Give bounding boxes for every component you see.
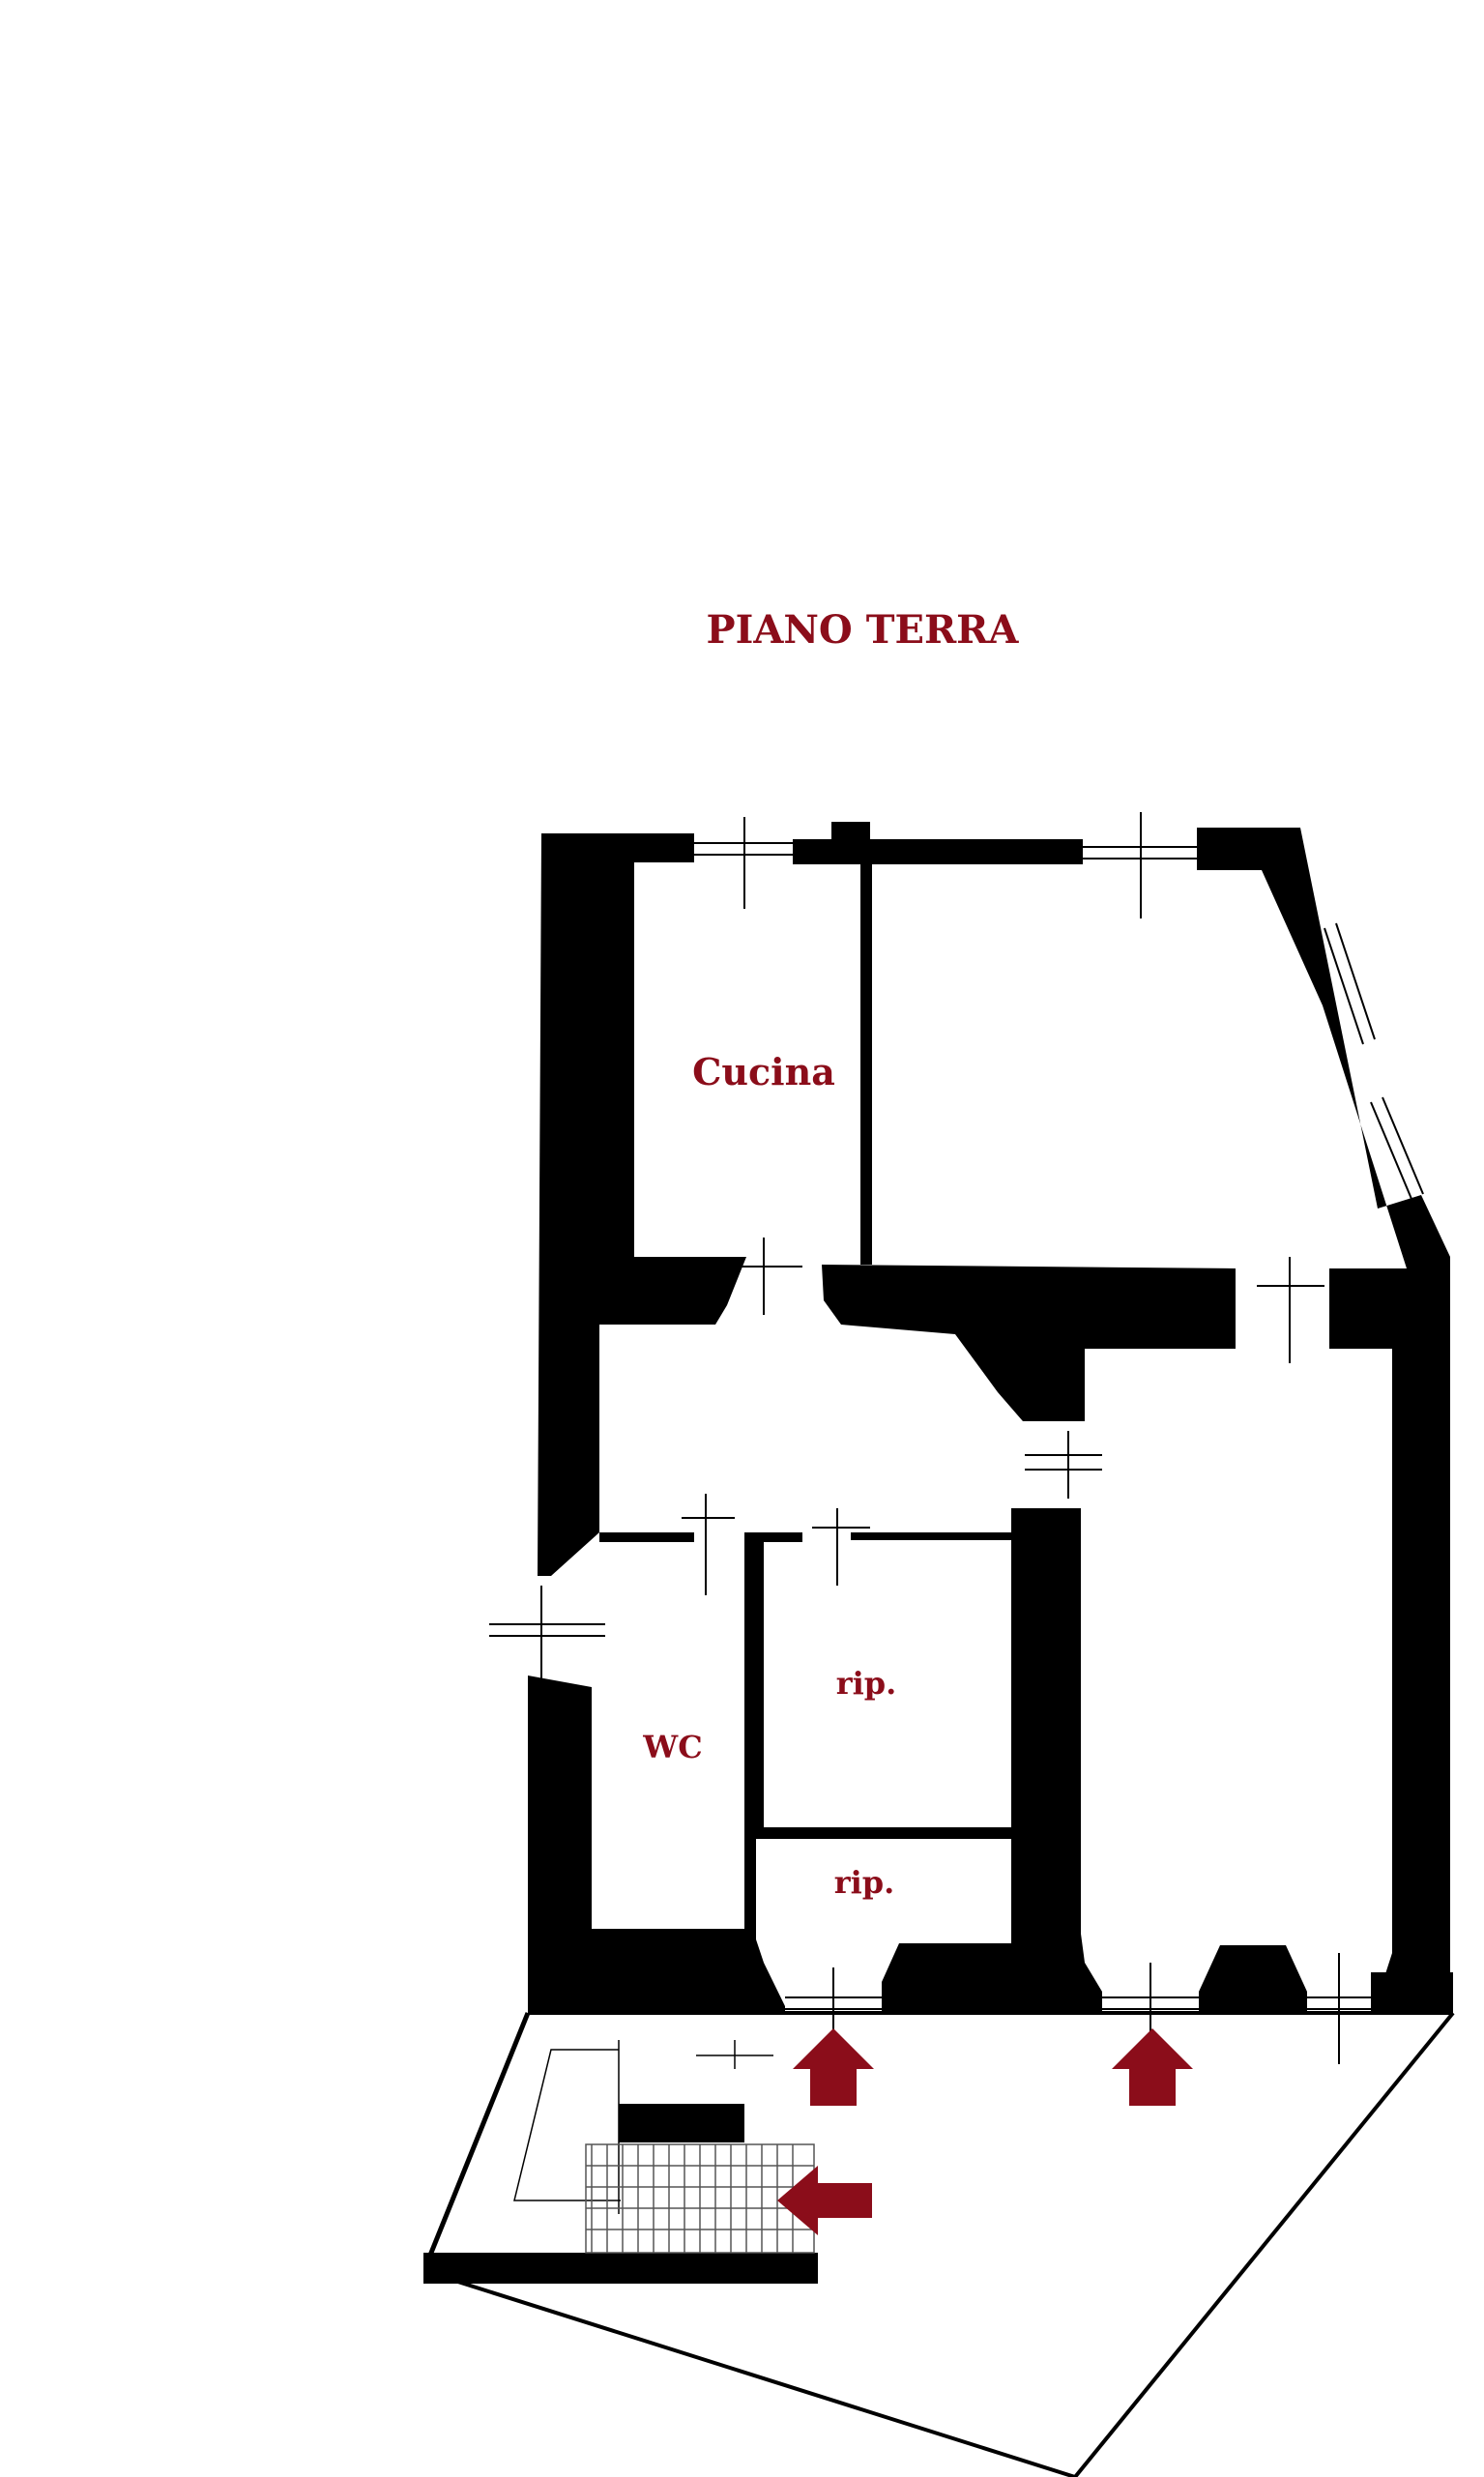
wall-central <box>1011 1508 1081 1934</box>
walls <box>423 822 1453 2284</box>
wall-storage-top-left <box>744 1532 802 1542</box>
entrance-arrow-icon-stairs <box>777 2166 872 2235</box>
wall-storage-divider <box>756 1827 1015 1839</box>
room-label-storage-upper: rip. <box>836 1665 897 1702</box>
wall-wc-right <box>744 1537 756 1972</box>
room-label-wc: WC <box>642 1729 702 1765</box>
wall-storage-top-right <box>851 1532 1015 1540</box>
wall-left-lower <box>528 1676 773 2013</box>
wall-bottom-pillar <box>1199 1945 1307 2013</box>
wall-left-upper <box>538 833 634 1576</box>
wall-bottom-left <box>528 1934 785 2013</box>
wall-bottom-right <box>1371 1972 1453 2013</box>
entrance-arrow-icon-left <box>793 2028 874 2106</box>
room-label-kitchen: Cucina <box>692 1050 835 1093</box>
wall-top-right <box>1197 828 1450 2013</box>
stairs <box>585 2143 815 2254</box>
wall-central-foot <box>882 1934 1102 2013</box>
wall-kitchen-partition <box>860 862 872 1265</box>
wall-top-middle <box>793 839 1083 864</box>
exterior <box>424 2011 1455 2477</box>
wall-kitchen-bottom-right <box>822 1265 1236 1421</box>
wall-wc-top <box>599 1532 694 1542</box>
room-label-storage-lower: rip. <box>834 1864 895 1901</box>
entrance-arrow-icon-right <box>1112 2028 1193 2106</box>
wall-stair-block <box>619 2104 744 2142</box>
openings <box>489 812 1424 2064</box>
wall-stair-bottom <box>423 2253 818 2284</box>
floor-title: PIANO TERRA <box>707 607 1020 653</box>
wall-kitchen-bottom-left <box>599 1257 746 1325</box>
wall-storage-left <box>754 1537 764 1827</box>
